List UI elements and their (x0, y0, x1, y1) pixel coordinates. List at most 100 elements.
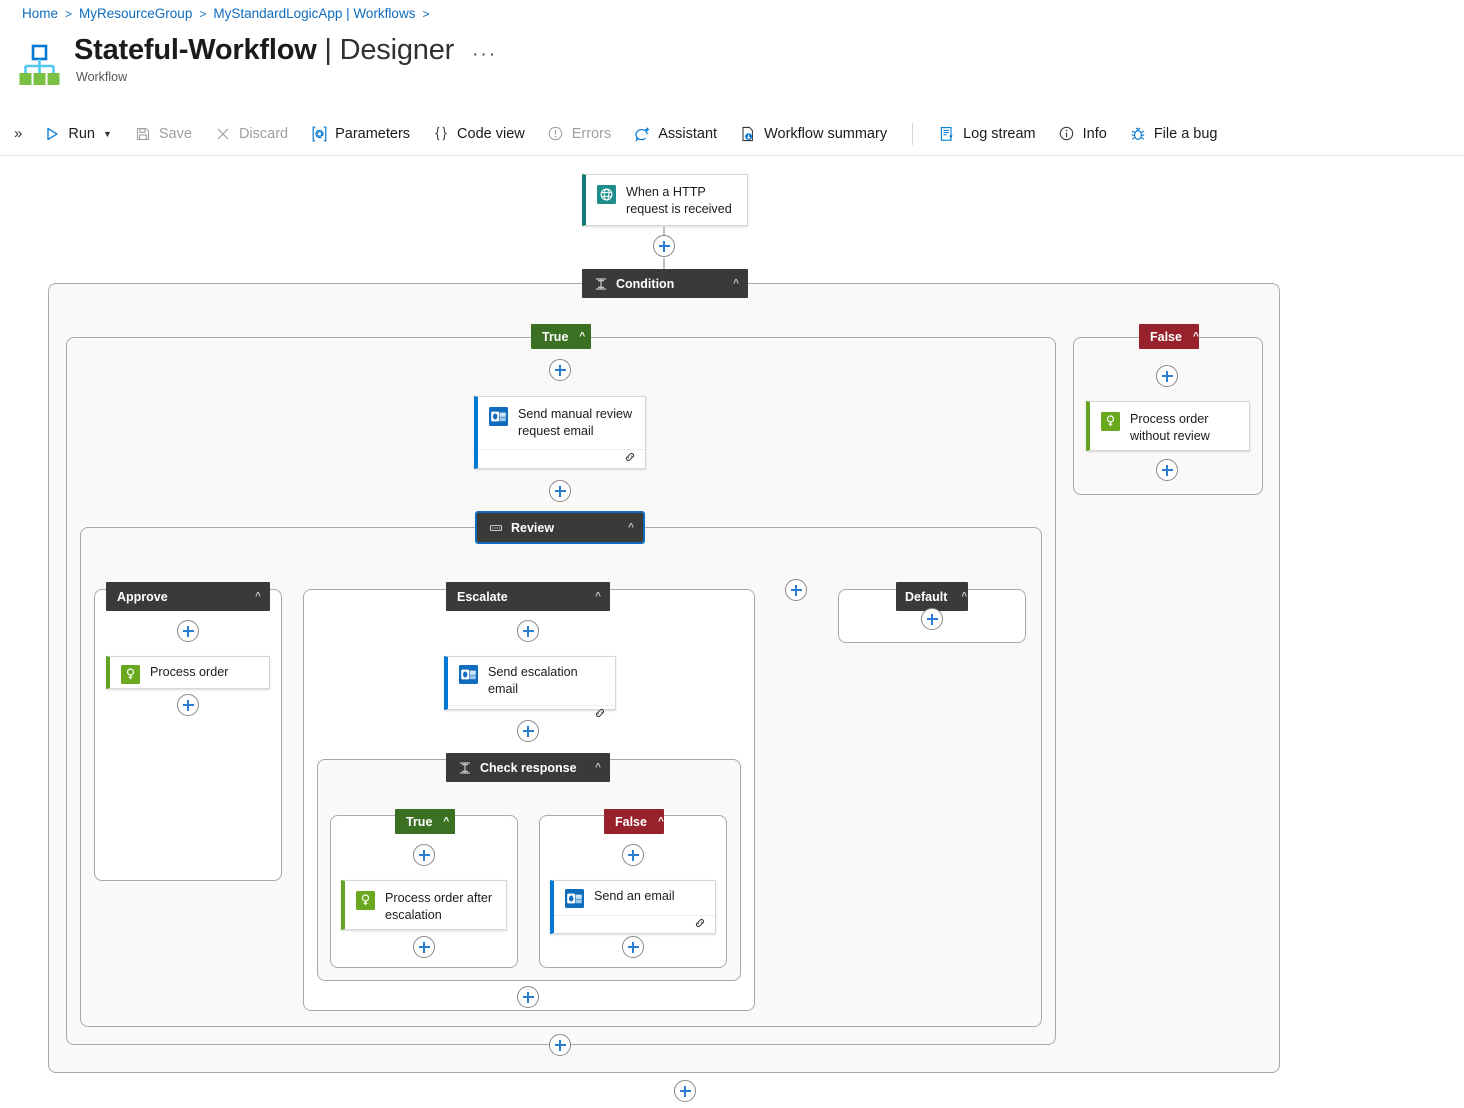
connection-link-icon[interactable] (624, 450, 636, 468)
action-card-label: Send an email (594, 889, 675, 903)
save-disk-icon (134, 125, 152, 143)
chevron-up-icon[interactable]: ^ (628, 522, 634, 533)
errors-label: Errors (571, 125, 612, 142)
chevron-up-icon[interactable]: ^ (733, 278, 739, 289)
log-stream-icon (938, 125, 956, 143)
info-label: Info (1082, 125, 1107, 142)
workflow-summary-button[interactable]: Workflow summary (728, 120, 898, 148)
bug-icon (1129, 125, 1147, 143)
add-action-button-workflow-end[interactable] (674, 1080, 696, 1102)
service-bus-icon (121, 665, 140, 684)
add-action-button-after-manual-review[interactable] (549, 480, 571, 502)
http-request-icon (597, 185, 616, 204)
condition-true-label: True (542, 329, 569, 344)
add-action-button-after-escalation-email[interactable] (517, 720, 539, 742)
connection-link-icon[interactable] (694, 916, 706, 934)
action-card-process-order-after-escalation[interactable]: Process order after escalation (341, 880, 507, 930)
action-card-process-order-without-review[interactable]: Process order without review (1086, 401, 1250, 451)
chevron-up-icon[interactable]: ^ (595, 762, 601, 773)
file-a-bug-button[interactable]: File a bug (1118, 120, 1229, 148)
switch-node-label: Review (511, 520, 555, 535)
check-true-label: True (406, 814, 433, 829)
chevron-up-icon[interactable]: ^ (579, 331, 586, 342)
add-action-button-escalate-top[interactable] (517, 620, 539, 642)
service-bus-icon (1101, 412, 1120, 431)
run-button[interactable]: Run ▼ (32, 120, 123, 148)
info-circle-icon (1058, 125, 1076, 143)
action-card-label: Send manual review request email (518, 407, 633, 438)
breadcrumb-separator: > (422, 6, 430, 21)
add-action-button-true-top[interactable] (549, 359, 571, 381)
workflow-designer-canvas[interactable]: When a HTTP request is received Conditio… (0, 157, 1464, 1108)
action-card-send-escalation-email[interactable]: Send escalation email (444, 656, 616, 717)
case-header-escalate[interactable]: Escalate ^ (446, 582, 610, 611)
page-title-sub: Designer (339, 34, 455, 66)
play-icon (43, 125, 61, 143)
add-action-button-check-false-bottom[interactable] (622, 936, 644, 958)
trigger-card-http-request[interactable]: When a HTTP request is received (582, 174, 748, 226)
condition-control-icon (457, 760, 472, 775)
case-escalate-label: Escalate (457, 589, 508, 604)
parameters-button[interactable]: Parameters (299, 120, 421, 148)
switch-node-header-review[interactable]: Review ^ (475, 511, 645, 544)
case-approve-label: Approve (117, 589, 168, 604)
connection-link-icon[interactable] (594, 706, 606, 724)
toolbar-divider (912, 122, 914, 145)
action-card-send-an-email[interactable]: Send an email (550, 880, 716, 934)
condition-control-icon (593, 276, 608, 291)
action-card-label: Process order (150, 665, 229, 679)
assistant-label: Assistant (658, 125, 718, 142)
expand-chevrons-icon[interactable]: » (14, 125, 23, 142)
add-action-button-false-top[interactable] (1156, 365, 1178, 387)
condition-node-header[interactable]: Condition ^ (582, 269, 748, 298)
chevron-down-icon[interactable]: ▼ (102, 128, 112, 139)
action-card-send-manual-review-request-email[interactable]: Send manual review request email (474, 396, 646, 469)
add-action-button-approve-top[interactable] (177, 620, 199, 642)
outlook-icon (459, 665, 478, 684)
condition-true-header[interactable]: True ^ (531, 324, 591, 349)
chevron-up-icon[interactable]: ^ (443, 816, 450, 827)
add-case-button[interactable] (785, 579, 807, 601)
add-action-button-check-true-bottom[interactable] (413, 936, 435, 958)
breadcrumb-item-logic-app[interactable]: MyStandardLogicApp | Workflows (213, 6, 416, 21)
case-default-label: Default (905, 589, 948, 604)
log-stream-button[interactable]: Log stream (927, 120, 1047, 148)
chevron-up-icon[interactable]: ^ (595, 591, 601, 602)
code-view-button[interactable]: Code view (421, 120, 536, 148)
condition-node-header-check-response[interactable]: Check response ^ (446, 753, 610, 782)
info-button[interactable]: Info (1047, 120, 1118, 148)
chevron-up-icon[interactable]: ^ (255, 591, 261, 602)
save-button[interactable]: Save (123, 120, 203, 148)
assistant-sparkle-icon (633, 125, 651, 143)
breadcrumb-item-home[interactable]: Home (22, 6, 59, 21)
add-action-button-default[interactable] (921, 608, 943, 630)
add-action-button-approve-bottom[interactable] (177, 694, 199, 716)
case-header-approve[interactable]: Approve ^ (106, 582, 270, 611)
page-title-separator: | (324, 34, 332, 66)
add-action-button-check-false-top[interactable] (622, 844, 644, 866)
assistant-button[interactable]: Assistant (622, 120, 728, 148)
curly-braces-icon (432, 125, 450, 143)
action-card-process-order[interactable]: Process order (106, 656, 270, 689)
more-actions-button[interactable]: ··· (472, 44, 498, 66)
add-action-button-escalate-bottom[interactable] (517, 986, 539, 1008)
check-response-false-header[interactable]: False ^ (604, 809, 664, 834)
chevron-up-icon[interactable]: ^ (1192, 331, 1199, 342)
discard-label: Discard (238, 125, 289, 142)
discard-button[interactable]: Discard (203, 120, 299, 148)
add-action-button-check-true-top[interactable] (413, 844, 435, 866)
workflow-summary-label: Workflow summary (764, 125, 888, 142)
add-action-button-true-scope-bottom[interactable] (549, 1034, 571, 1056)
breadcrumb-item-resource-group[interactable]: MyResourceGroup (79, 6, 193, 21)
case-header-default[interactable]: Default ^ (896, 582, 968, 611)
error-circle-icon (547, 125, 565, 143)
code-view-label: Code view (457, 125, 525, 142)
add-action-button-after-trigger[interactable] (653, 235, 675, 257)
chevron-up-icon[interactable]: ^ (657, 816, 664, 827)
errors-button[interactable]: Errors (536, 120, 622, 148)
add-action-button-false-bottom[interactable] (1156, 459, 1178, 481)
condition-false-header[interactable]: False ^ (1139, 324, 1199, 349)
chevron-up-icon[interactable]: ^ (961, 591, 968, 602)
file-a-bug-label: File a bug (1153, 125, 1218, 142)
check-response-true-header[interactable]: True ^ (395, 809, 455, 834)
